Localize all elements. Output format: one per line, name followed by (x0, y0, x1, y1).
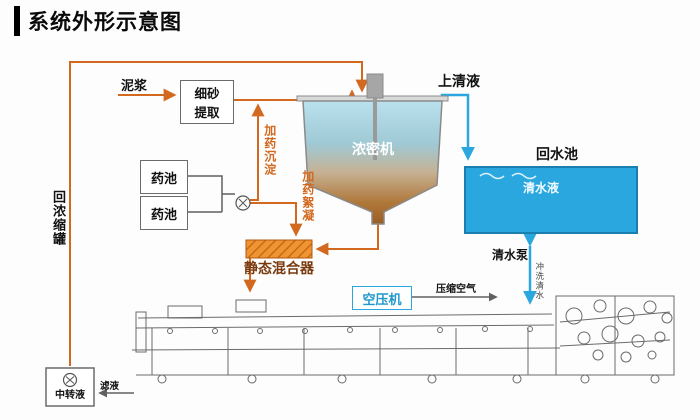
dosing-sedimentation-label: 加药沉淀 (262, 124, 277, 176)
belt-filter-press-drawing (131, 295, 675, 384)
compressed-air-label: 压缩空气 (436, 284, 476, 295)
dosing-flocculation-label: 加药絮凝 (300, 170, 315, 222)
dosing-pump-icon (235, 195, 251, 211)
fine-sand-extraction-box: 细砂提取 (180, 80, 234, 124)
pipe-dosing (186, 103, 303, 237)
return-pool-label: 回水池 (536, 146, 578, 162)
static-mixer-label: 静态混合器 (244, 260, 314, 276)
medicine-pool-1-label: 药池 (150, 170, 177, 186)
air-compressor-box: 空压机 (352, 286, 412, 310)
static-mixer-shape (245, 239, 313, 259)
filtrate-label: 滤液 (100, 381, 120, 392)
thickener-label: 浓密机 (352, 141, 394, 157)
fine-sand-extraction-label: 细砂提取 (194, 87, 220, 120)
clear-water-label: 清水液 (523, 181, 560, 195)
thickener-motor (366, 73, 384, 99)
transfer-box (45, 367, 95, 407)
page-title: 系统外形示意图 (14, 6, 182, 36)
air-compressor-label: 空压机 (362, 291, 402, 307)
supernatant-label: 上清液 (438, 73, 480, 89)
pipe-supernatant-overflow (440, 93, 475, 161)
return-water-pool (464, 166, 638, 234)
thickener-shaft (373, 98, 377, 160)
pipe-thickener-underflow (243, 224, 379, 293)
medicine-pool-1-box: 药池 (140, 160, 188, 194)
clear-water-pump-label: 清水泵 (492, 248, 529, 262)
flush-water-label: 冲洗清水 (534, 262, 545, 300)
medicine-pool-2-label: 药池 (150, 206, 177, 222)
thickener-tank (296, 73, 449, 225)
medicine-pool-2-box: 药池 (140, 196, 188, 230)
transfer-liquid-label: 中转液 (55, 390, 85, 401)
mud-label: 泥浆 (121, 78, 148, 93)
return-concentrate-tank-label: 回浓缩罐 (50, 190, 66, 246)
pipe-return-concentrate (69, 61, 369, 366)
